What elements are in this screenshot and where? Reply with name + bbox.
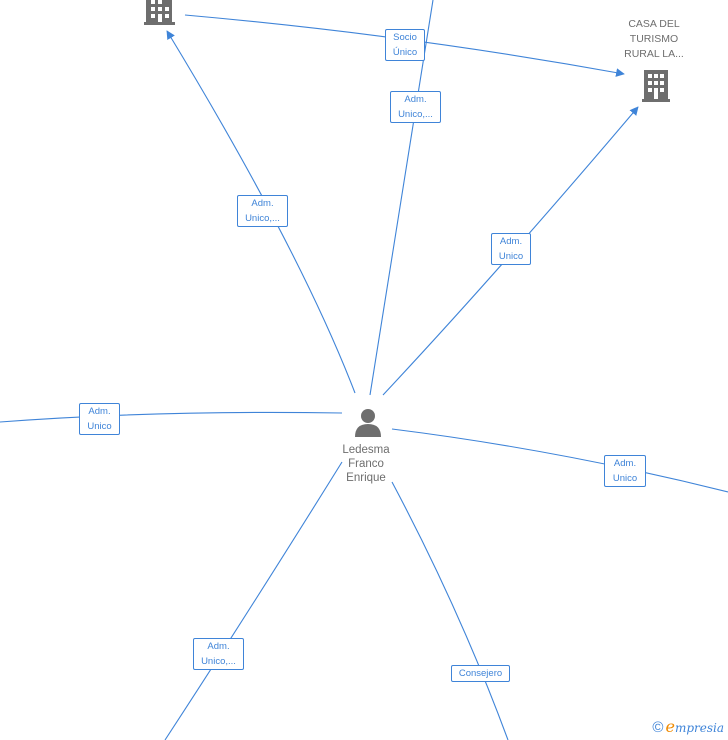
building-icon-casa[interactable] xyxy=(642,70,670,102)
brand-logo-e: e xyxy=(665,717,675,736)
edge-center-to-left xyxy=(0,411,343,423)
edge-label-adm-unico-bottom-left[interactable]: Adm. Unico,... xyxy=(193,638,244,670)
edge-center-to-bottom-left xyxy=(164,461,343,740)
edge-label-adm-unico-left[interactable]: Adm. Unico xyxy=(79,403,120,435)
edge-center-to-bottom xyxy=(391,481,509,740)
edge-label-adm-unico-casa[interactable]: Adm. Unico xyxy=(491,233,531,265)
edge-center-to-top-left xyxy=(166,30,356,394)
person-name-label[interactable]: Ledesma Franco Enrique xyxy=(342,444,390,484)
building-icon-top-left[interactable] xyxy=(144,0,175,25)
edge-label-socio-unico[interactable]: Socio Único xyxy=(385,29,425,61)
edge-center-to-top xyxy=(369,0,434,396)
empresia-watermark: ©empresia xyxy=(652,717,724,736)
edge-label-adm-unico-right[interactable]: Adm. Unico xyxy=(604,455,646,487)
copyright-symbol: © xyxy=(652,719,664,736)
company-name-label-casa[interactable]: CASA DEL TURISMO RURAL LA... xyxy=(624,18,684,60)
edge-label-consejero[interactable]: Consejero xyxy=(451,665,510,682)
person-icon[interactable] xyxy=(355,409,381,437)
edge-label-adm-unico-top[interactable]: Adm. Unico,... xyxy=(390,91,441,123)
brand-logo-text: mpresia xyxy=(674,721,724,735)
edge-label-adm-unico-left-upper[interactable]: Adm. Unico,... xyxy=(237,195,288,227)
edge-center-to-right xyxy=(391,428,728,493)
